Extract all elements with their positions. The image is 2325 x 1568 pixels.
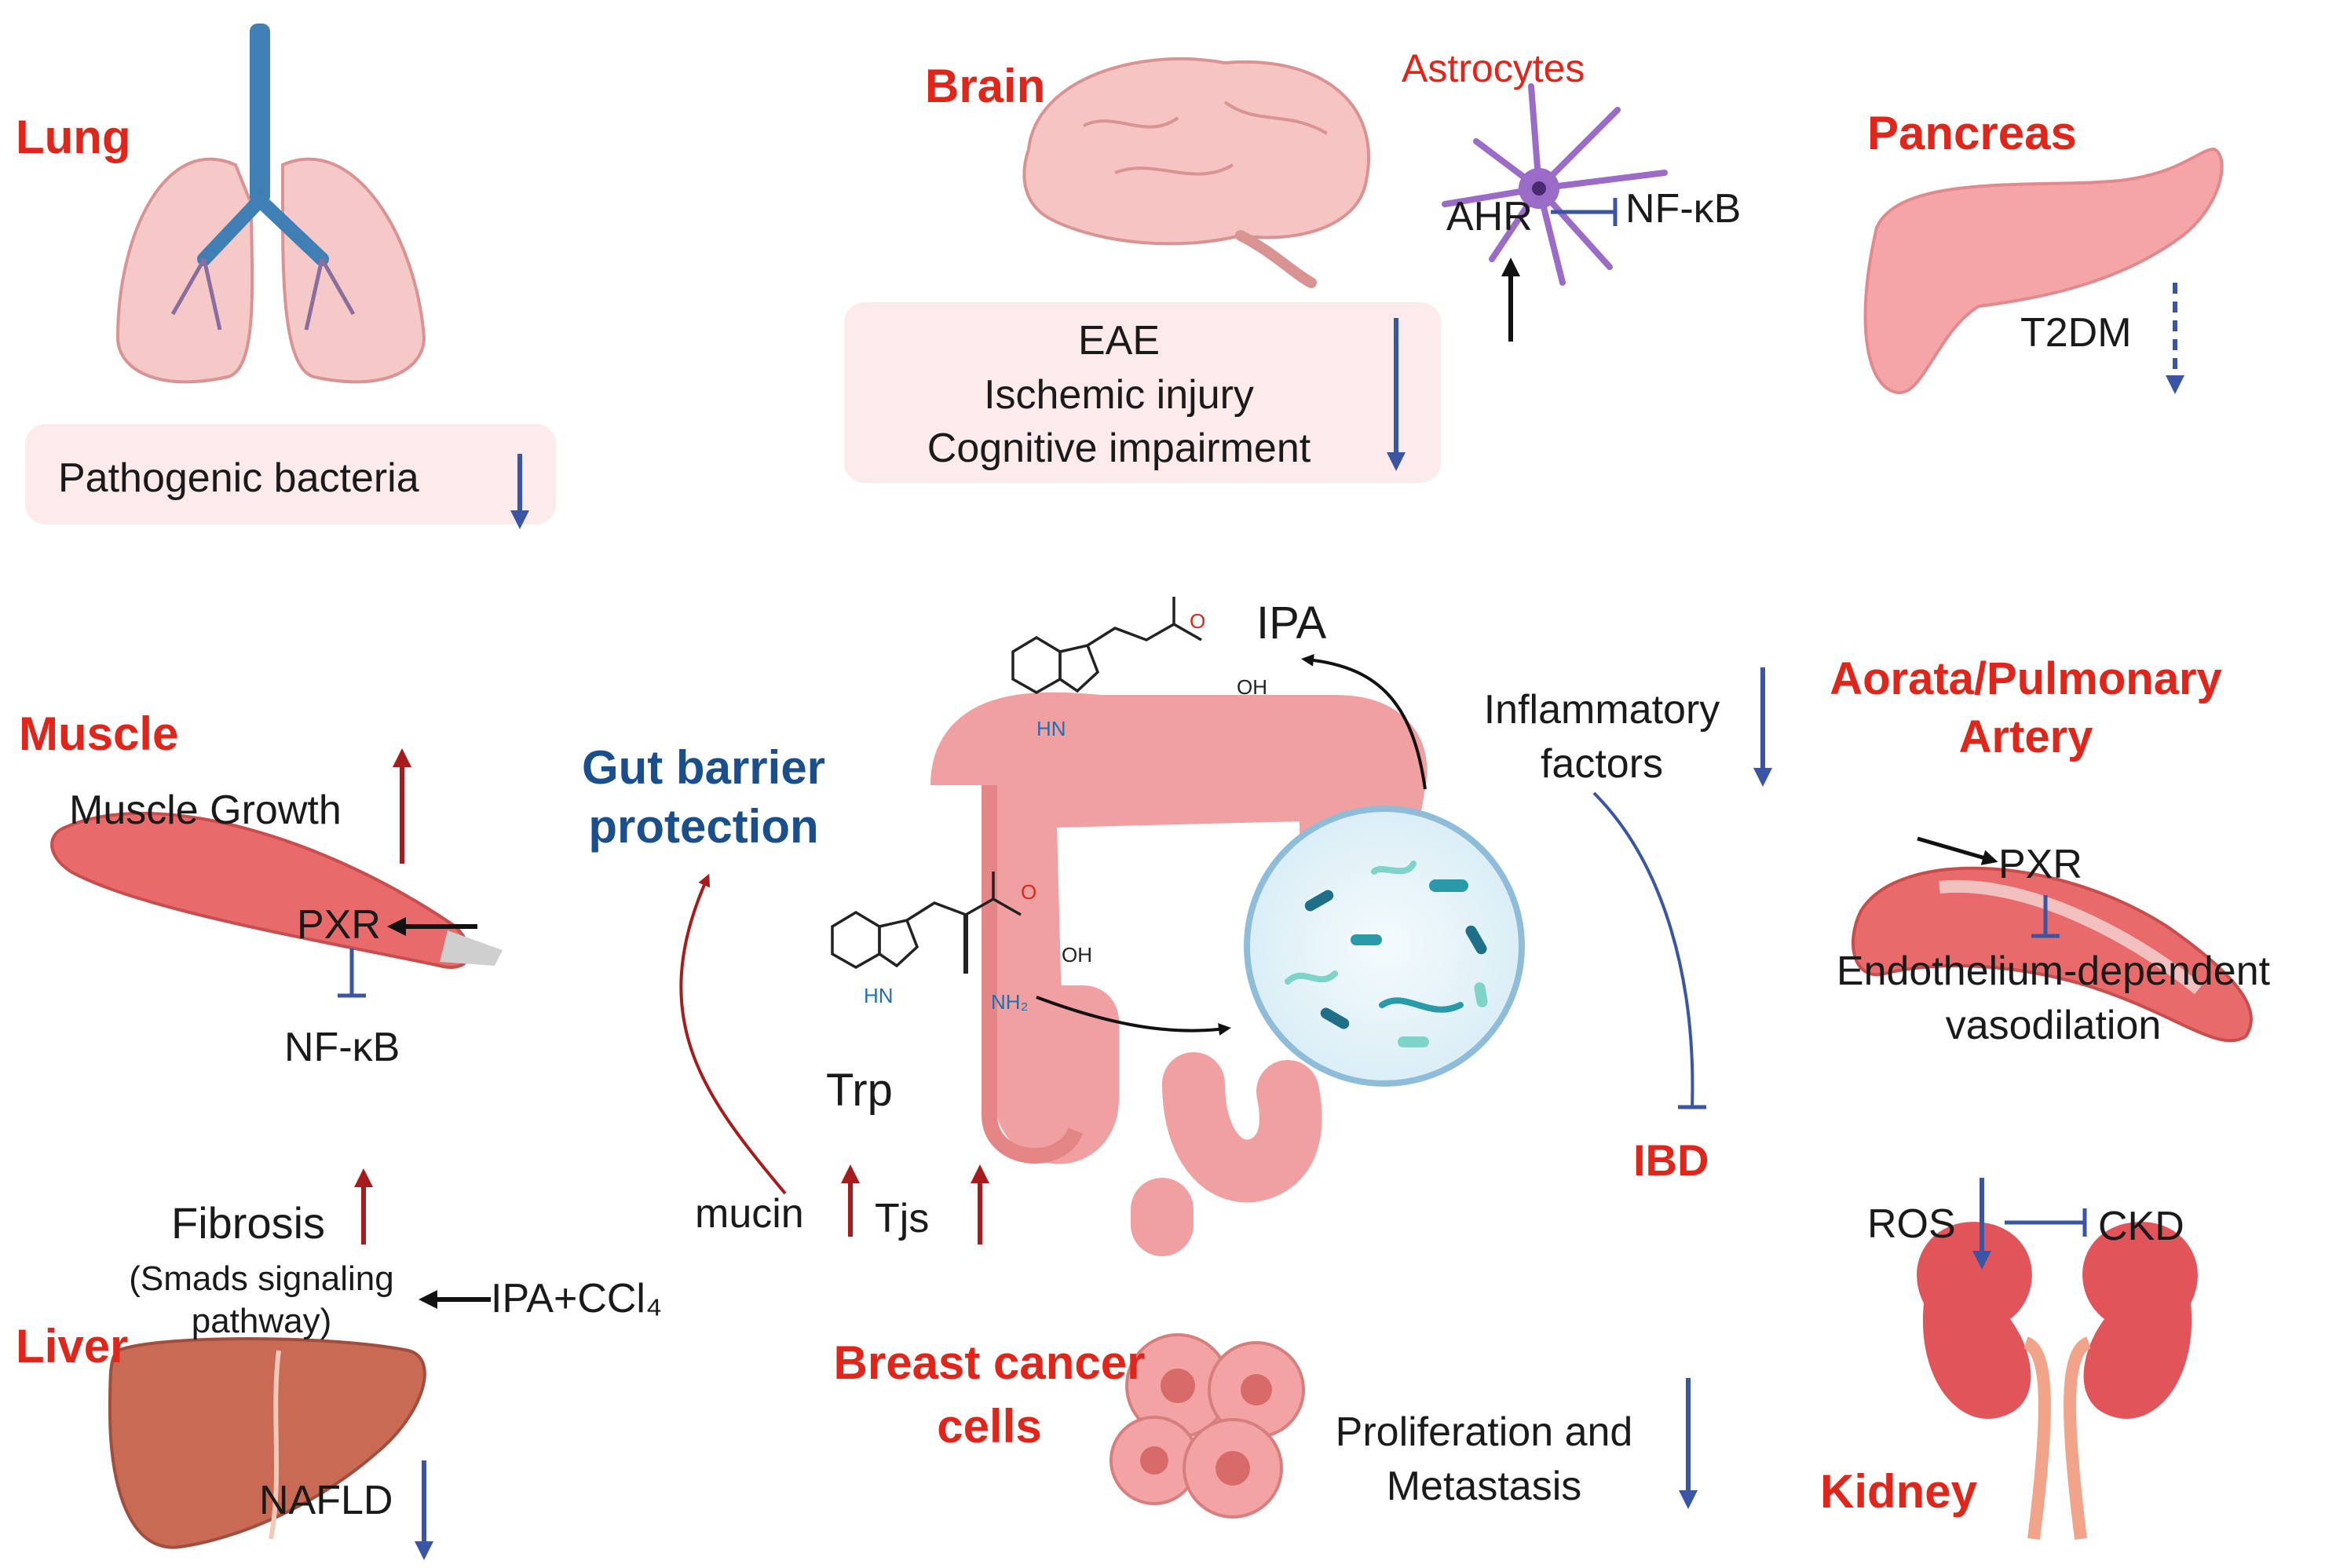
colon-illustration <box>930 692 1428 1256</box>
brain-effects-list: EAE Ischemic injury Cognitive impairment <box>895 314 1343 476</box>
brain-nfkb-label: NF-κB <box>1625 186 1742 232</box>
breast-cancer-cells-illustration <box>1109 1333 1305 1519</box>
trp-label: Trp <box>826 1065 893 1116</box>
ibd-inhibit-curve <box>1592 791 1694 1108</box>
lung-illustration <box>115 24 426 384</box>
ipa-molecule <box>1011 597 1202 695</box>
microbiota-circle <box>1244 806 1525 1087</box>
ahr-label: AHR <box>1446 194 1533 239</box>
astrocyte-illustration <box>1442 83 1668 286</box>
breast-effect-line-1: Proliferation and <box>1335 1409 1633 1455</box>
ipa-molecule-o: O <box>1190 609 1206 633</box>
nafld-label: NAFLD <box>259 1478 393 1523</box>
trp-molecule-nh2: NH₂ <box>991 990 1029 1014</box>
trp-molecule-oh: OH <box>1062 943 1092 967</box>
pancreas-title: Pancreas <box>1867 107 2077 159</box>
kidney-illustration <box>1917 1222 2198 1540</box>
gut-barrier-heading: Gut barrier protection <box>581 741 826 853</box>
lung-effect-label: Pathogenic bacteria <box>58 455 419 501</box>
aorta-pxr-arrow <box>1917 836 1998 865</box>
ipa-molecule-hn: HN <box>1036 717 1066 740</box>
muscle-nfkb-label: NF-κB <box>284 1025 400 1070</box>
breast-title-line-2: cells <box>937 1400 1042 1453</box>
breast-cancer-title: Breast cancer cells <box>817 1331 1162 1458</box>
aorta-effect-line-1: Endothelium-dependent <box>1836 948 2271 994</box>
aorta-lumen <box>1939 880 2203 995</box>
breast-effect-label: Proliferation and Metastasis <box>1307 1405 1661 1513</box>
breast-title-line-1: Breast cancer <box>833 1336 1146 1389</box>
muscle-pxr-label: PXR <box>297 902 381 948</box>
liver-ligament <box>269 1350 281 1540</box>
ckd-label: CKD <box>2098 1204 2184 1249</box>
fibrosis-label: Fibrosis <box>171 1198 326 1248</box>
aorta-title-line-1: Aorata/Pulmonary <box>1830 653 2222 704</box>
kidney-title: Kidney <box>1820 1465 1978 1518</box>
brain-illustration <box>1022 57 1371 288</box>
smads-line-2: pathway) <box>191 1301 332 1340</box>
aorta-effect-label: Endothelium-dependent vasodilation <box>1790 945 2316 1052</box>
trp-molecule-o: O <box>1021 880 1037 904</box>
mucin-label: mucin <box>695 1191 804 1237</box>
brain-title: Brain <box>925 60 1046 112</box>
trp-to-microbiota-arrow <box>1036 996 1231 1036</box>
inflammatory-factors-label: Inflammatory factors <box>1483 687 1720 787</box>
aorta-title: Aorata/Pulmonary Artery <box>1806 650 2246 766</box>
ipa-ccl4-label: IPA+CCl₄ <box>491 1276 663 1321</box>
smads-pathway-label: (Smads signaling pathway) <box>101 1258 422 1342</box>
smads-line-1: (Smads signaling <box>129 1259 394 1298</box>
pancreas-illustration <box>1863 147 2224 395</box>
trp-molecule <box>831 872 1022 974</box>
muscle-tendon <box>440 930 503 966</box>
brain-effect-ischemic: Ischemic injury <box>984 371 1254 418</box>
brain-effect-cognitive: Cognitive impairment <box>927 426 1311 472</box>
pancreas-effect-label: T2DM <box>2020 310 2132 356</box>
tjs-label: Tjs <box>875 1196 930 1241</box>
astrocytes-label: Astrocytes <box>1402 46 1585 90</box>
ipa-molecule-oh: OH <box>1237 675 1267 699</box>
ibd-label: IBD <box>1633 1135 1709 1185</box>
aorta-illustration <box>1852 866 2253 1043</box>
liver-title: Liver <box>16 1320 129 1372</box>
aorta-pxr-label: PXR <box>1998 842 2082 887</box>
aorta-title-line-2: Artery <box>1958 711 2093 763</box>
lung-effect-box <box>25 424 556 524</box>
brain-effect-box <box>844 302 1441 483</box>
muscle-growth-label: Muscle Growth <box>69 788 342 833</box>
gut-barrier-curved-arrow <box>679 873 787 1195</box>
brain-effect-eae: EAE <box>1077 318 1161 364</box>
ipa-production-arrow <box>1301 653 1427 790</box>
ipa-label: IPA <box>1256 598 1327 649</box>
muscle-illustration <box>50 811 471 969</box>
trp-molecule-hn: HN <box>864 984 894 1007</box>
lung-title: Lung <box>16 111 131 163</box>
ros-label: ROS <box>1867 1201 1956 1247</box>
aorta-effect-line-2: vasodilation <box>1945 1002 2162 1048</box>
muscle-title: Muscle <box>19 707 179 760</box>
liver-illustration <box>108 1337 426 1549</box>
breast-effect-line-2: Metastasis <box>1386 1463 1582 1509</box>
